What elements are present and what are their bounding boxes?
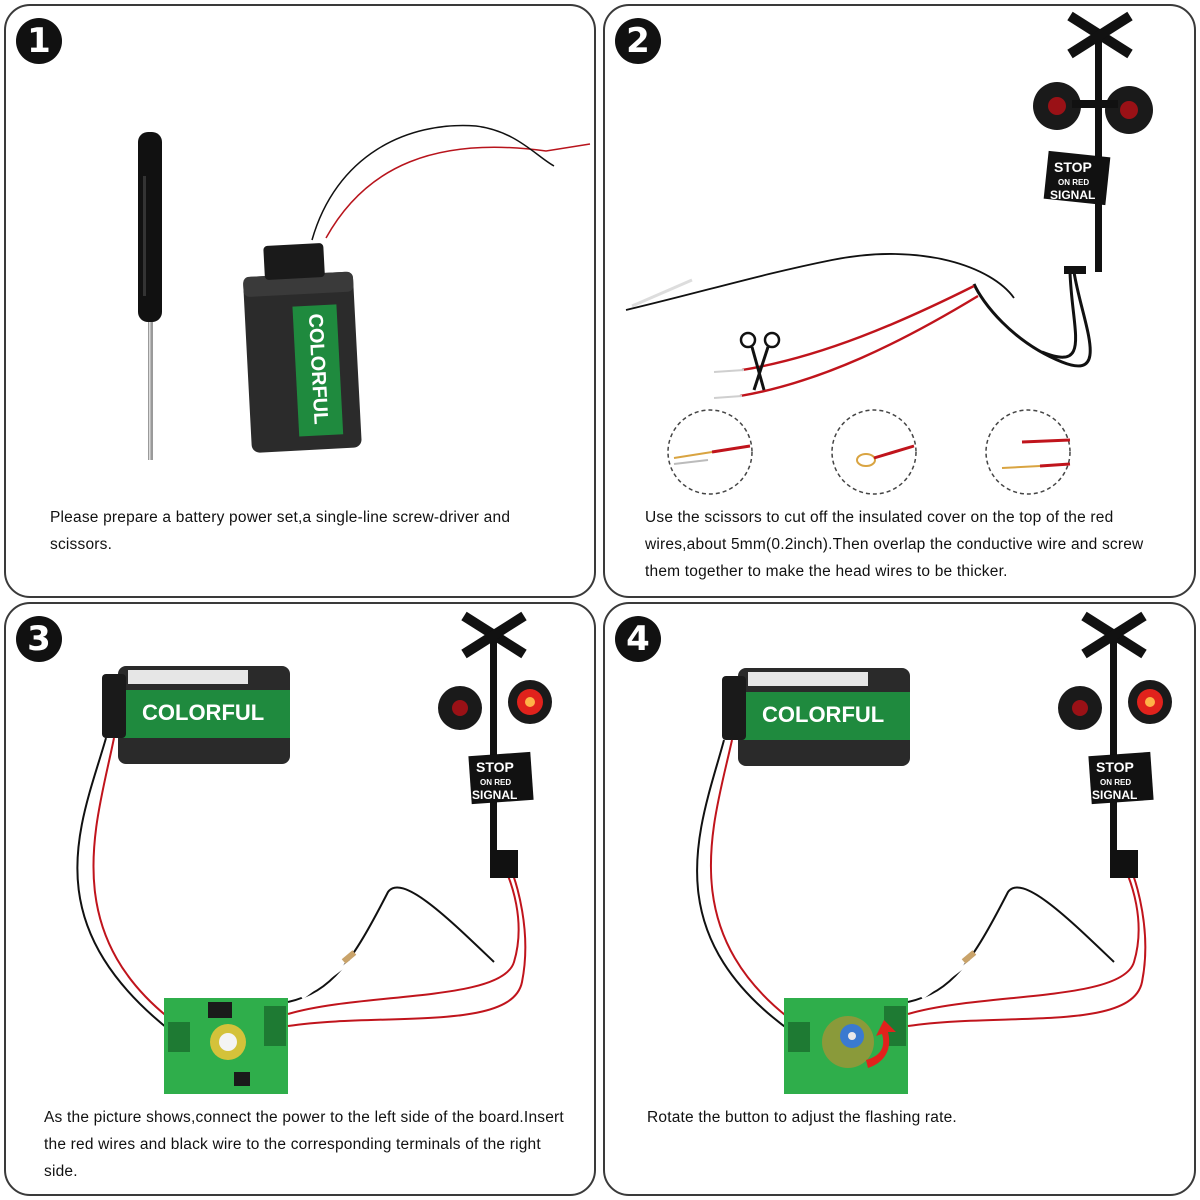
sign-stop-4: STOP [1096,759,1134,775]
sign-stop-3: STOP [476,759,514,775]
detail-circle-3 [985,409,1071,495]
detail-circle-2 [831,409,917,495]
step-2-caption: Use the scissors to cut off the insulate… [645,509,1144,580]
step-1-caption: Please prepare a battery power set,a sin… [50,509,511,553]
pcb-board-icon [164,998,288,1094]
battery-icon: COLORFUL [243,243,362,453]
step-3-number: 3 [16,616,62,662]
step-1-number: 1 [16,18,62,64]
sign-onred-4: ON RED [1100,778,1131,787]
sign-signal-4: SIGNAL [1092,788,1137,802]
step-1-panel: 1 COLORFUL Please prepare a battery powe… [4,4,596,598]
crossing-signal-icon: STOP ON RED SIGNAL [438,611,552,878]
detail-circle-1 [667,409,753,495]
sign-signal-3: SIGNAL [472,788,517,802]
crossing-signal-icon: STOP ON RED SIGNAL [1058,611,1172,878]
battery-brand-label-3: COLORFUL [142,700,264,725]
step-2-illustration: STOP ON RED SIGNAL [625,11,1153,495]
step-4-illustration: COLORFUL [696,611,1172,1094]
sign-stop-2: STOP [1054,159,1092,175]
step-3-panel: 3 COLORFUL [4,602,596,1196]
battery-icon: COLORFUL [102,666,290,764]
step-4-panel: 4 COLORFUL [603,602,1196,1196]
step-3-caption: As the picture shows,connect the power t… [44,1109,564,1180]
sign-onred-3: ON RED [480,778,511,787]
sign-signal-2: SIGNAL [1050,188,1095,202]
crossing-signal-icon: STOP ON RED SIGNAL [625,11,1153,495]
step-4-caption: Rotate the button to adjust the flashing… [647,1109,957,1126]
step-2-number: 2 [615,18,661,64]
pcb-board-icon [784,998,908,1094]
rotate-arrow-icon [866,1020,896,1068]
battery-icon: COLORFUL [722,668,910,766]
sign-onred-2: ON RED [1058,178,1089,187]
step-3-illustration: COLORFUL [76,611,552,1094]
scissors-icon [739,331,781,391]
step-1-illustration: COLORFUL [138,124,591,460]
step-2-panel: 2 STOP ON RED SIGNAL [603,4,1196,598]
screwdriver-icon [138,132,162,460]
battery-brand-label-4: COLORFUL [762,702,884,727]
step-4-number: 4 [615,616,661,662]
